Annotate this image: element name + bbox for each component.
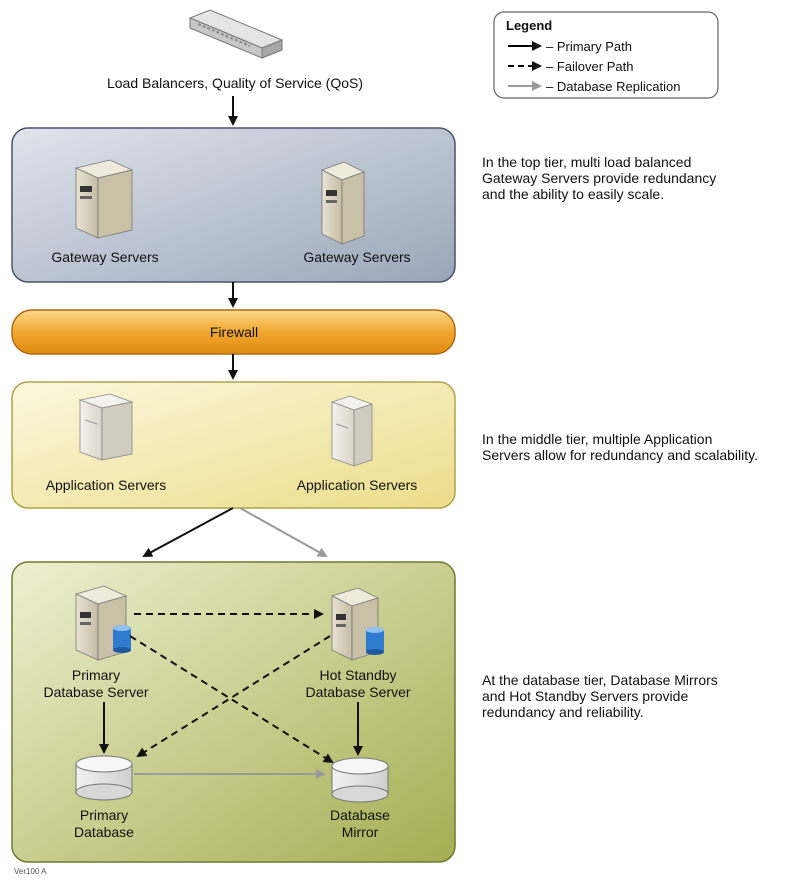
application-server-2-icon [330,395,374,467]
gateway-description-line: In the top tier, multi load balanced [482,154,692,170]
failover-primary-to-mirror [129,635,334,764]
gateway-description-line: and the ability to easily scale. [482,186,665,202]
legend-replication-label: – Database Replication [546,79,680,94]
primary-database-server-icon [74,585,128,661]
legend: Legend – Primary Path – Failover Path – … [493,11,719,99]
primary-server-label-line2: Database Server [43,684,148,700]
gateway-server-1-label: Gateway Servers [51,249,158,265]
application-description-line: In the middle tier, multiple Application [482,431,713,447]
primary-database-icon [75,755,133,801]
legend-title: Legend [506,18,552,33]
application-server-1-label: Application Servers [46,477,167,493]
application-server-1-icon [78,393,134,461]
primary-database-label-line2: Database [74,824,134,840]
figure-id: Ver100 A [14,867,47,876]
application-description-line: Servers allow for redundancy and scalabi… [482,447,758,463]
primary-database-cylinder-icon [113,625,131,653]
application-server-2-label: Application Servers [297,477,418,493]
application-tier-description: In the middle tier, multiple Application… [482,431,782,463]
legend-failover-label: – Failover Path [546,59,633,74]
arrow-app-to-primary [142,507,234,557]
primary-database-label-line1: Primary [80,807,128,823]
hot-standby-cylinder-icon [366,627,384,655]
gateway-server-1-icon [74,159,134,239]
arrow-app-to-standby [239,507,328,557]
failover-standby-to-primary-db [136,635,331,758]
database-tier-description: At the database tier, Database Mirrors a… [482,672,782,720]
gateway-server-2-icon [320,161,366,245]
database-mirror-label-line2: Mirror [342,824,379,840]
load-balancer-label: Load Balancers, Quality of Service (QoS) [107,75,363,91]
primary-server-label-line1: Primary [72,667,120,683]
database-mirror-icon [331,757,389,803]
database-description-line: and Hot Standby Servers provide [482,688,689,704]
gateway-tier-description: In the top tier, multi load balanced Gat… [482,154,782,202]
gateway-description-line: Gateway Servers provide redundancy [482,170,717,186]
load-balancer-icon [188,9,284,59]
database-description-line: At the database tier, Database Mirrors [482,672,718,688]
gateway-server-2-label: Gateway Servers [303,249,410,265]
standby-server-label-line2: Database Server [305,684,410,700]
firewall-label: Firewall [210,324,258,340]
legend-primary-label: – Primary Path [546,39,632,54]
database-mirror-label-line1: Database [330,807,390,823]
standby-server-label-line1: Hot Standby [319,667,396,683]
database-description-line: redundancy and reliability. [482,704,644,720]
